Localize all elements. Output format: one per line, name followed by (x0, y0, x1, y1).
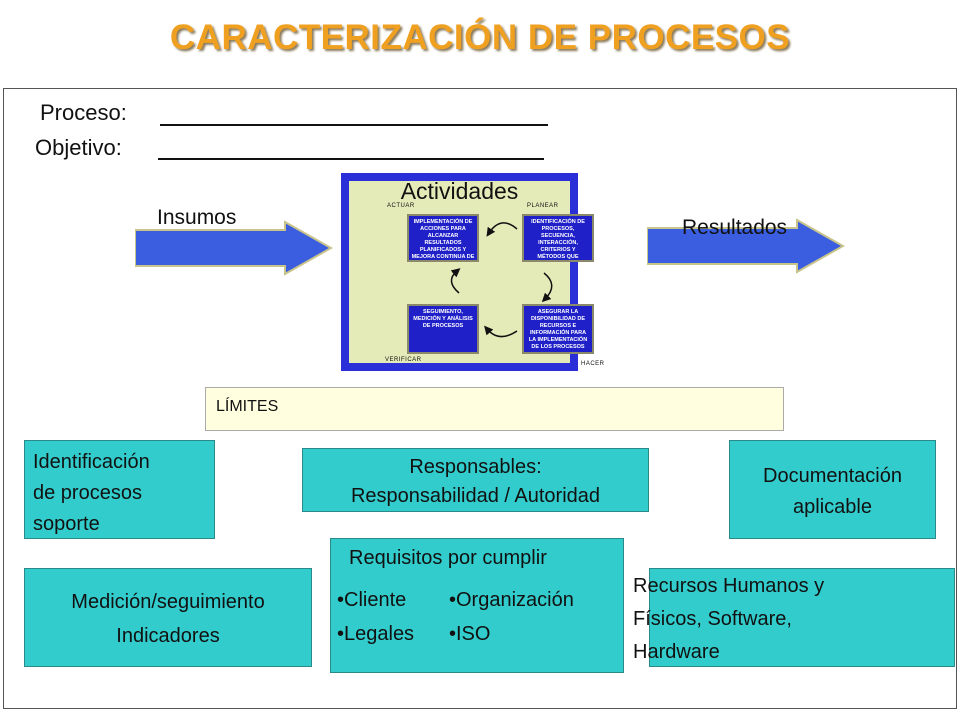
medicion-line-1: Medición/seguimiento (71, 591, 265, 613)
proceso-line[interactable] (160, 124, 548, 126)
medicion-box: Medición/seguimiento Indicadores (24, 568, 312, 667)
requisitos-title: Requisitos por cumplir (349, 547, 547, 569)
diagram-frame (3, 88, 957, 709)
identificacion-line-1: Identificación (33, 451, 150, 473)
verificar-box: SEGUIMIENTO, MEDICIÓN Y ANÁLISIS DE PROC… (407, 304, 479, 354)
responsables-line-1: Responsables: (409, 456, 542, 478)
requisitos-organizacion: •Organización (449, 589, 574, 611)
documentacion-line-1: Documentación (763, 465, 902, 487)
limites-box: LÍMITES (205, 387, 784, 431)
arrow-planear-hacer (541, 272, 553, 303)
arrow-verificar-actuar (450, 268, 461, 294)
arrow-hacer-verificar (484, 325, 518, 338)
proceso-label: Proceso: (40, 100, 127, 125)
requisitos-legales: •Legales (337, 623, 415, 645)
identificacion-line-2: de procesos (33, 482, 142, 504)
recursos-box (649, 568, 955, 667)
resultados-arrow (647, 218, 846, 274)
limites-label: LÍMITES (216, 398, 279, 415)
recursos-line-2: Físicos, Software, (633, 608, 792, 630)
actividades-title: Actividades (400, 178, 519, 204)
requisitos-box: Requisitos por cumplir •Cliente •Organiz… (330, 538, 624, 673)
resultados-label: Resultados (682, 216, 788, 239)
objetivo-line[interactable] (158, 158, 544, 160)
documentacion-line-2: aplicable (793, 496, 872, 518)
planear-box: IDENTIFICACIÓN DE PROCESOS, SECUENCIA, I… (522, 214, 594, 262)
recursos-line-3: Hardware (633, 641, 720, 663)
medicion-line-2: Indicadores (116, 625, 220, 647)
actuar-label: ACTUAR (387, 203, 415, 209)
actuar-box: IMPLEMENTACIÓN DE ACCIONES PARA ALCANZAR… (407, 214, 479, 262)
documentacion-box: Documentación aplicable (729, 440, 936, 539)
insumos-label: Insumos (157, 206, 237, 229)
hacer-box: ASEGURAR LA DISPONIBILIDAD DE RECURSOS E… (522, 304, 594, 354)
identificacion-line-3: soporte (33, 513, 100, 535)
phva-cycle-inner: ACTUAR PLANEAR VERIFICAR HACER IMPLEMENT… (349, 181, 604, 367)
recursos-line-1: Recursos Humanos y (633, 575, 825, 597)
insumos-arrow (135, 220, 334, 276)
planear-label: PLANEAR (527, 203, 559, 209)
phva-cycle: ACTUAR PLANEAR VERIFICAR HACER IMPLEMENT… (341, 173, 604, 371)
objetivo-label: Objetivo: (35, 135, 122, 160)
responsables-box: Responsables: Responsabilidad / Autorida… (302, 448, 649, 512)
identificacion-box: Identificación de procesos soporte (24, 440, 215, 539)
page-title: CARACTERIZACIÓN DE PROCESOS (169, 18, 791, 57)
cycle-arrows (450, 222, 553, 338)
hacer-label: HACER (581, 361, 605, 367)
verificar-label: VERIFICAR (385, 357, 422, 363)
requisitos-iso: •ISO (449, 623, 491, 645)
requisitos-cliente: •Cliente (337, 589, 407, 611)
recursos-text: Recursos Humanos y Físicos, Software, Ha… (633, 570, 824, 669)
arrow-planear-actuar (486, 222, 518, 237)
responsables-line-2: Responsabilidad / Autoridad (350, 485, 601, 507)
